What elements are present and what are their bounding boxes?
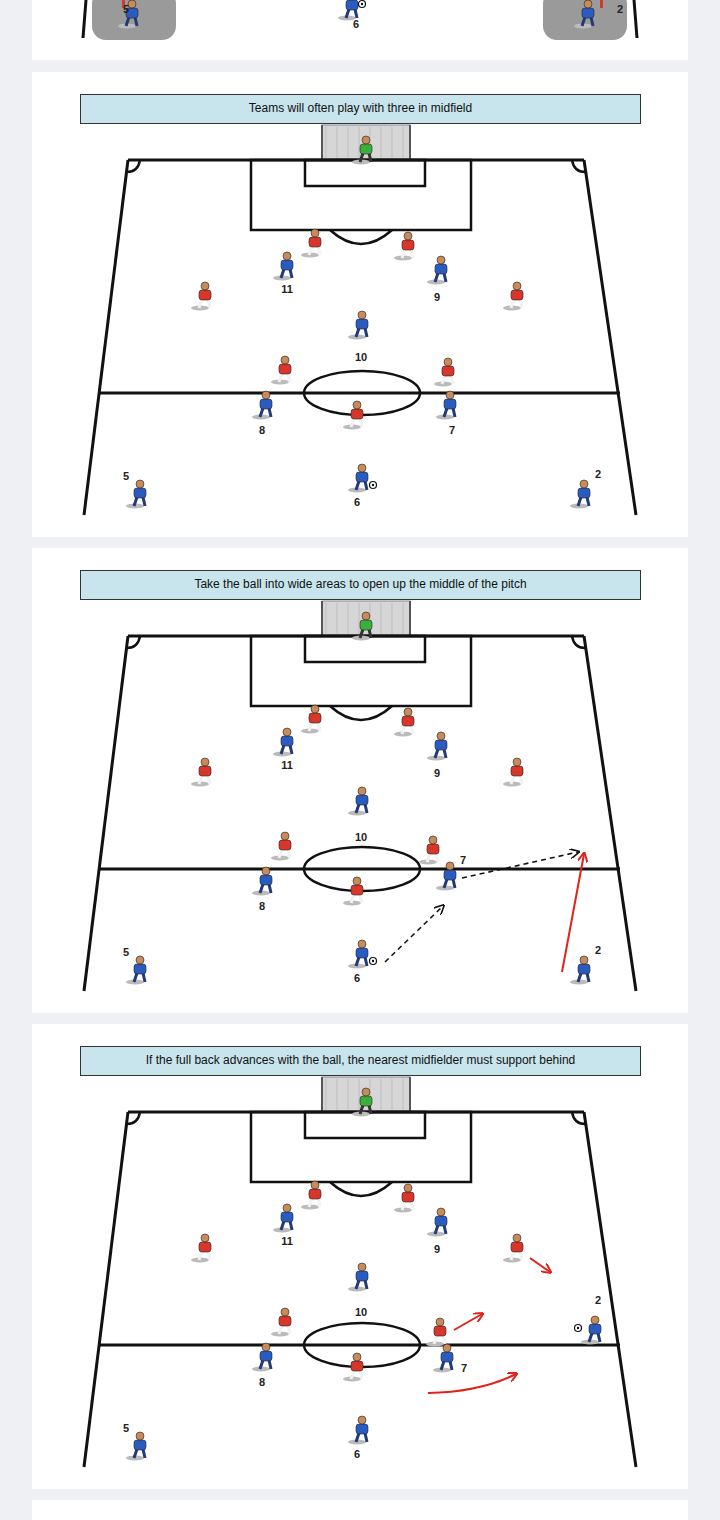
player-number: 6: [354, 973, 360, 984]
player-number: 7: [449, 425, 455, 436]
player-number: 10: [355, 1307, 367, 1318]
player-number: 5: [123, 4, 129, 15]
title-band: Teams will often play with three in midf…: [80, 94, 641, 124]
player-number: 9: [434, 768, 440, 779]
player-number: 10: [355, 352, 367, 363]
player-number: 10: [355, 832, 367, 843]
player-number: 2: [617, 4, 623, 15]
player-number: 11: [281, 284, 293, 295]
title-text: If the full back advances with the ball,…: [89, 1053, 632, 1067]
title-text: Teams will often play with three in midf…: [89, 101, 632, 115]
title-band: If the full back advances with the ball,…: [80, 1046, 641, 1076]
player-number: 8: [259, 425, 265, 436]
title-band: Take the ball into wide areas to open up…: [80, 570, 641, 600]
player-number: 8: [259, 1377, 265, 1388]
player-number: 11: [281, 1236, 293, 1247]
player-number: 8: [259, 901, 265, 912]
title-text: Take the ball into wide areas to open up…: [89, 577, 632, 591]
player-number: 2: [595, 469, 601, 480]
player-number: 6: [353, 19, 359, 30]
player-number: 9: [434, 1244, 440, 1255]
player-number: 11: [281, 760, 293, 771]
player-number: 5: [123, 1423, 129, 1434]
player-number: 6: [354, 1449, 360, 1460]
player-number: 2: [595, 945, 601, 956]
player-number: 9: [434, 292, 440, 303]
player-number: 7: [461, 1363, 467, 1374]
player-number: 2: [595, 1295, 601, 1306]
player-number: 5: [123, 471, 129, 482]
player-number: 6: [354, 497, 360, 508]
player-number: 7: [460, 855, 466, 866]
player-number: 5: [123, 947, 129, 958]
